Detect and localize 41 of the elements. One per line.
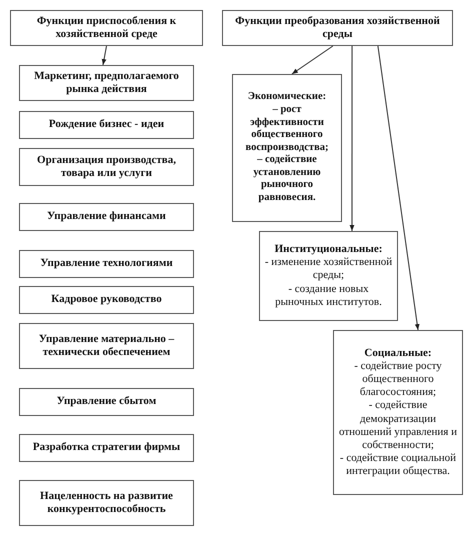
box-text: – содействие установлению рыночного равновесия. <box>252 154 322 205</box>
box-text: Управление материально – технически обеспечением <box>38 332 176 360</box>
box-text: - содействие росту общественного благосостояния; <box>353 360 443 400</box>
function-box <box>19 148 194 186</box>
function-box <box>333 330 463 495</box>
function-box <box>19 323 194 369</box>
function-box <box>19 480 194 526</box>
function-box <box>19 111 194 139</box>
box-text: - изменение хозяйственной среды; <box>264 256 393 283</box>
box-heading: Социальные: <box>364 346 432 360</box>
box-text: Функции приспособления к хозяйственной среде <box>36 14 178 42</box>
box-text: Разработка стратегии фирмы <box>32 441 180 455</box>
function-box <box>19 434 194 462</box>
box-heading: Экономические: <box>248 91 326 104</box>
box-heading: Институциональные: <box>274 243 382 256</box>
arrow <box>350 46 354 232</box>
box-text: - содействие демократизации отношений управления и собственности; <box>338 399 458 452</box>
box-text: Рождение бизнес - идеи <box>48 118 164 132</box>
function-box <box>19 286 194 314</box>
function-box <box>19 388 194 416</box>
function-box <box>19 203 194 231</box>
box-text: Управление финансами <box>47 210 166 224</box>
header-box <box>10 10 203 46</box>
arrow <box>291 46 334 74</box>
box-text: Управление сбытом <box>56 395 156 409</box>
box-text: Маркетинг, предполагаемого рынка действия <box>33 70 180 96</box>
box-text: Кадровое руководство <box>51 293 162 307</box>
function-box <box>259 231 398 321</box>
arrow <box>377 46 420 330</box>
box-text: - создание новых рыночных институтов. <box>274 282 383 309</box>
box-text: Нацеленность на развитие конкурентоспособность <box>39 490 174 516</box>
function-box <box>232 74 342 222</box>
function-box <box>19 65 194 101</box>
box-text: Функции преобразования хозяйственной среды <box>234 14 441 42</box>
box-text: Управление технологиями <box>40 257 173 271</box>
function-box <box>19 250 194 278</box>
box-text: - содействие социальной интеграции общества. <box>338 452 458 478</box>
arrow <box>102 46 107 66</box>
box-text: Организация производства, товара или услуги <box>36 154 177 180</box>
box-text: – рост эффективности общественного воспроизводства; <box>244 104 330 154</box>
header-box <box>222 10 453 46</box>
